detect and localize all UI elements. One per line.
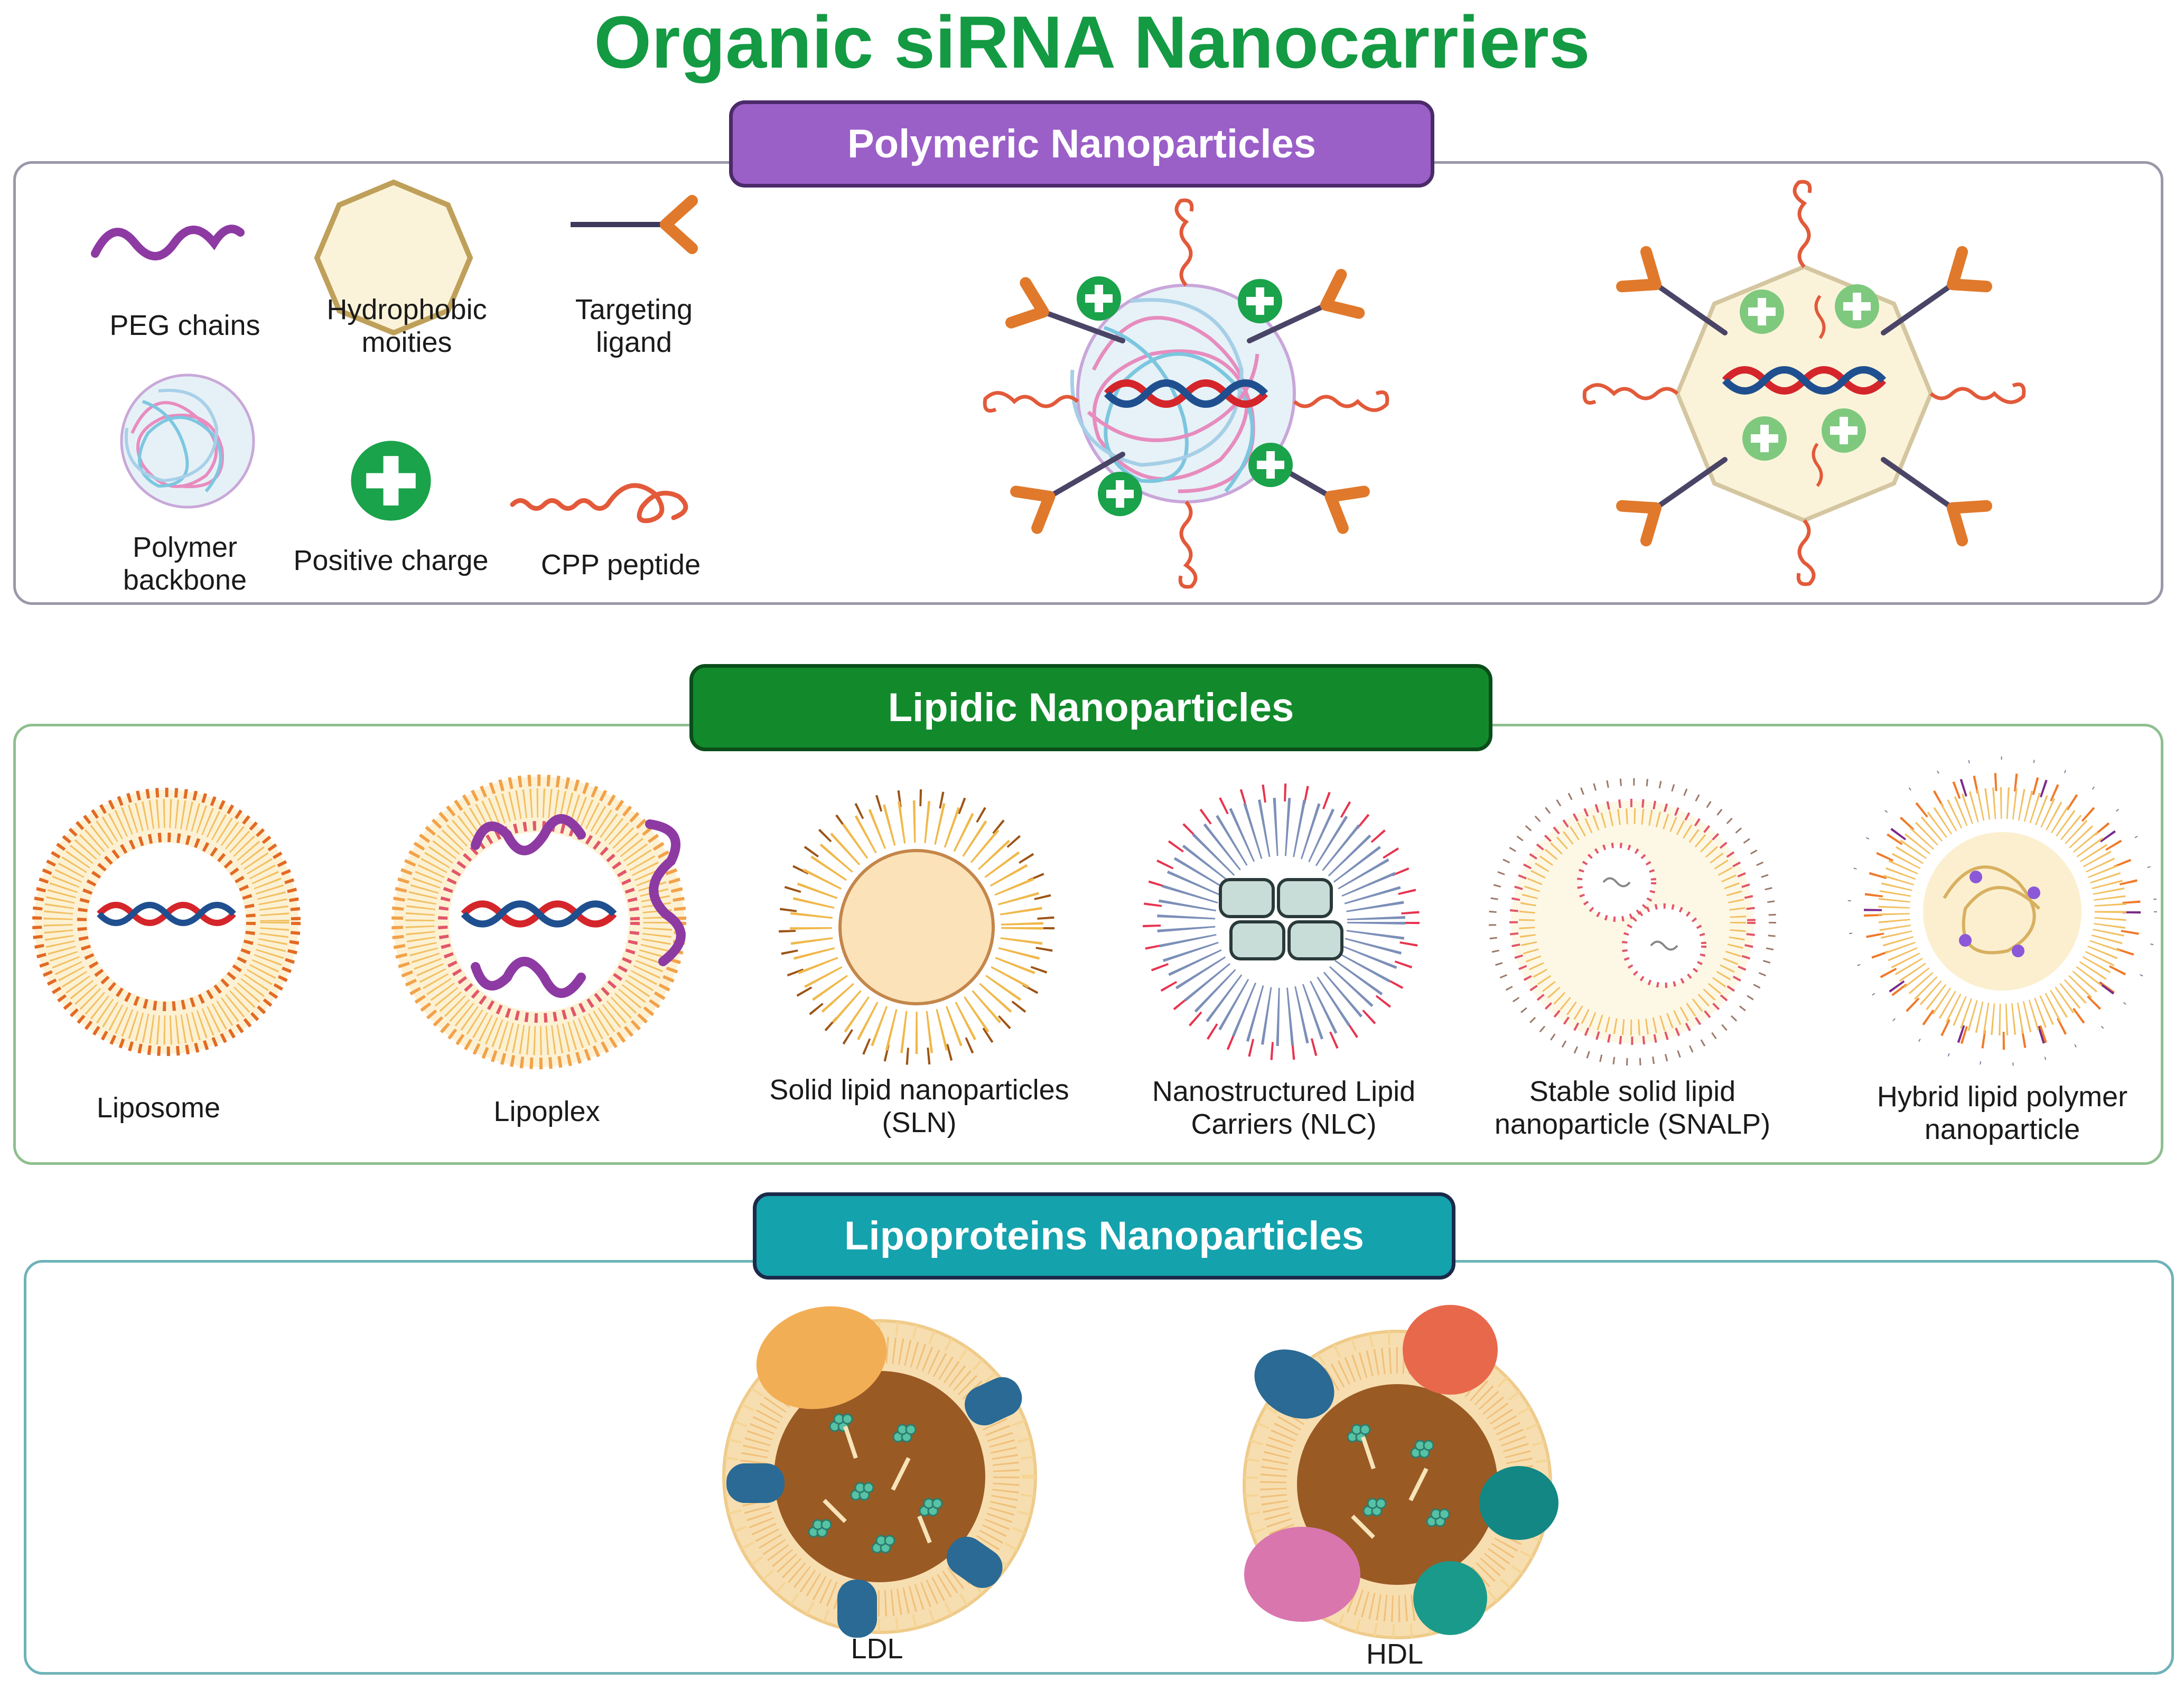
polymeric-nanoparticle-octagonal (1582, 180, 2026, 586)
liposome-illustration (32, 788, 301, 1056)
nlc-illustration (1143, 783, 1420, 1060)
ldl-illustration (722, 1306, 1037, 1638)
hybrid-lipid-polymer-illustration (1847, 757, 2157, 1066)
label-ldl: LDL (851, 1633, 903, 1665)
hydrophobic-octagon-icon (314, 179, 473, 336)
lipoplex-illustration (391, 774, 686, 1069)
hdl-illustration (1243, 1305, 1558, 1639)
legend-label-peg: PEG chains (109, 310, 260, 341)
label-hybrid: Hybrid lipid polymer nanoparticle (1877, 1081, 2128, 1145)
lipoproteins-header: Lipoproteins Nanoparticles (753, 1192, 1455, 1280)
lipidic-header: Lipidic Nanoparticles (689, 664, 1492, 751)
sln-illustration (779, 789, 1054, 1065)
label-snalp: Stable solid lipid nanoparticle (SNALP) (1494, 1076, 1771, 1140)
peg-chain-icon (91, 225, 245, 260)
legend-label-positive: Positive charge (293, 545, 489, 576)
cpp-peptide-icon (510, 483, 688, 524)
label-sln: Solid lipid nanoparticles (SLN) (769, 1074, 1069, 1138)
label-lipoplex: Lipoplex (493, 1096, 600, 1127)
legend-label-polymer: Polymer backbone (123, 531, 247, 596)
legend-label-cpp: CPP peptide (540, 549, 701, 581)
snalp-illustration (1489, 778, 1776, 1066)
legend-label-targeting: Targeting ligand (575, 294, 693, 358)
polymeric-nanoparticle-spherical (983, 198, 1389, 589)
label-liposome: Liposome (96, 1092, 221, 1124)
polymeric-header: Polymeric Nanoparticles (729, 100, 1434, 188)
label-hdl: HDL (1366, 1638, 1424, 1670)
label-nlc: Nanostructured Lipid Carriers (NLC) (1152, 1076, 1416, 1140)
legend-label-hydrophobic: Hydrophobic moities (326, 294, 487, 358)
page-title: Organic siRNA Nanocarriers (594, 1, 1590, 83)
polymer-backbone-icon (120, 374, 255, 509)
targeting-ligand-icon (571, 195, 698, 254)
positive-charge-icon (351, 441, 431, 521)
